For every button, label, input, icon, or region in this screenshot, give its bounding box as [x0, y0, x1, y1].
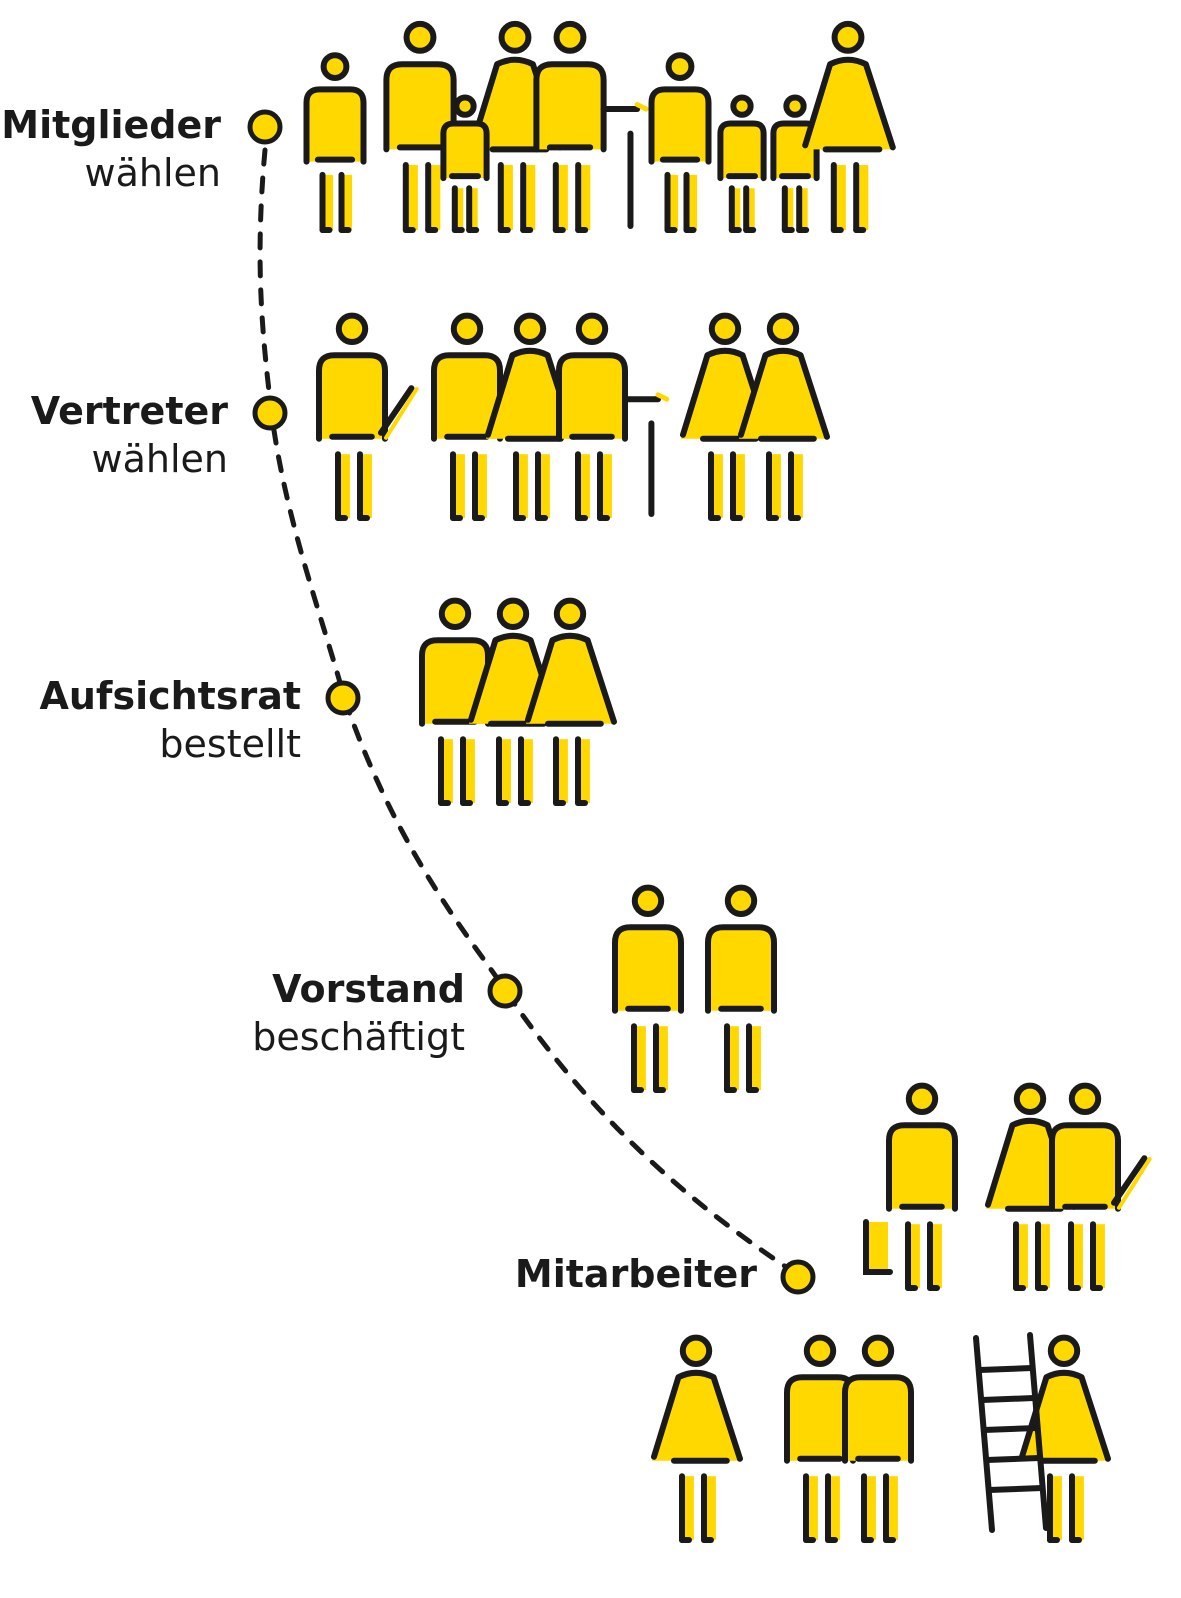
bucket-icon: [863, 1219, 893, 1275]
person-icon: [383, 20, 457, 233]
person-icon: [556, 312, 670, 521]
person-icon: [525, 597, 617, 806]
figures-layer: [303, 20, 1152, 1543]
person-icon: [485, 312, 577, 521]
level-verb: bestellt: [159, 721, 301, 766]
node-mitarbeiter: [780, 1259, 816, 1295]
person-icon: [651, 1334, 743, 1543]
person-icon: [316, 312, 419, 521]
level-title: Aufsichtsrat: [39, 674, 301, 718]
level-verb: beschäftigt: [252, 1014, 465, 1059]
person-icon: [419, 597, 491, 806]
node-mitglieder: [247, 109, 283, 145]
ladder-icon: [973, 1332, 1049, 1533]
node-aufsichtsrat: [325, 680, 361, 716]
person-icon: [431, 312, 503, 521]
level-label-mitarbeiter: Mitarbeiter: [515, 1251, 757, 1299]
person-icon: [648, 52, 712, 233]
level-title: Mitglieder: [1, 103, 221, 147]
level-title: Vorstand: [272, 967, 465, 1011]
level-title: Mitarbeiter: [514, 1252, 757, 1296]
person-icon: [680, 312, 772, 521]
hierarchy-connector: [257, 147, 801, 1278]
person-icon: [612, 884, 684, 1093]
level-title: Vertreter: [30, 389, 228, 433]
props-layer: [863, 1219, 1049, 1533]
person-icon: [842, 1334, 914, 1543]
level-label-mitglieder: Mitglieder wählen: [1, 102, 221, 197]
level-label-vorstand: Vorstand beschäftigt: [252, 966, 465, 1061]
person-icon: [533, 20, 649, 233]
person-icon: [440, 94, 490, 233]
node-vorstand: [487, 973, 523, 1009]
person-icon: [303, 52, 367, 233]
person-icon: [705, 884, 777, 1093]
person-icon: [738, 312, 830, 521]
person-icon: [1019, 1334, 1111, 1543]
person-icon: [802, 20, 896, 233]
level-verb: wählen: [84, 150, 221, 195]
person-icon: [886, 1082, 958, 1291]
level-label-aufsichtsrat: Aufsichtsrat bestellt: [39, 673, 301, 768]
level-label-vertreter: Vertreter wählen: [31, 388, 228, 483]
person-icon: [717, 94, 767, 233]
person-icon: [770, 94, 820, 233]
person-icon: [1049, 1082, 1152, 1291]
level-verb: wählen: [91, 436, 228, 481]
node-vertreter: [252, 395, 288, 431]
person-icon: [784, 1334, 856, 1543]
